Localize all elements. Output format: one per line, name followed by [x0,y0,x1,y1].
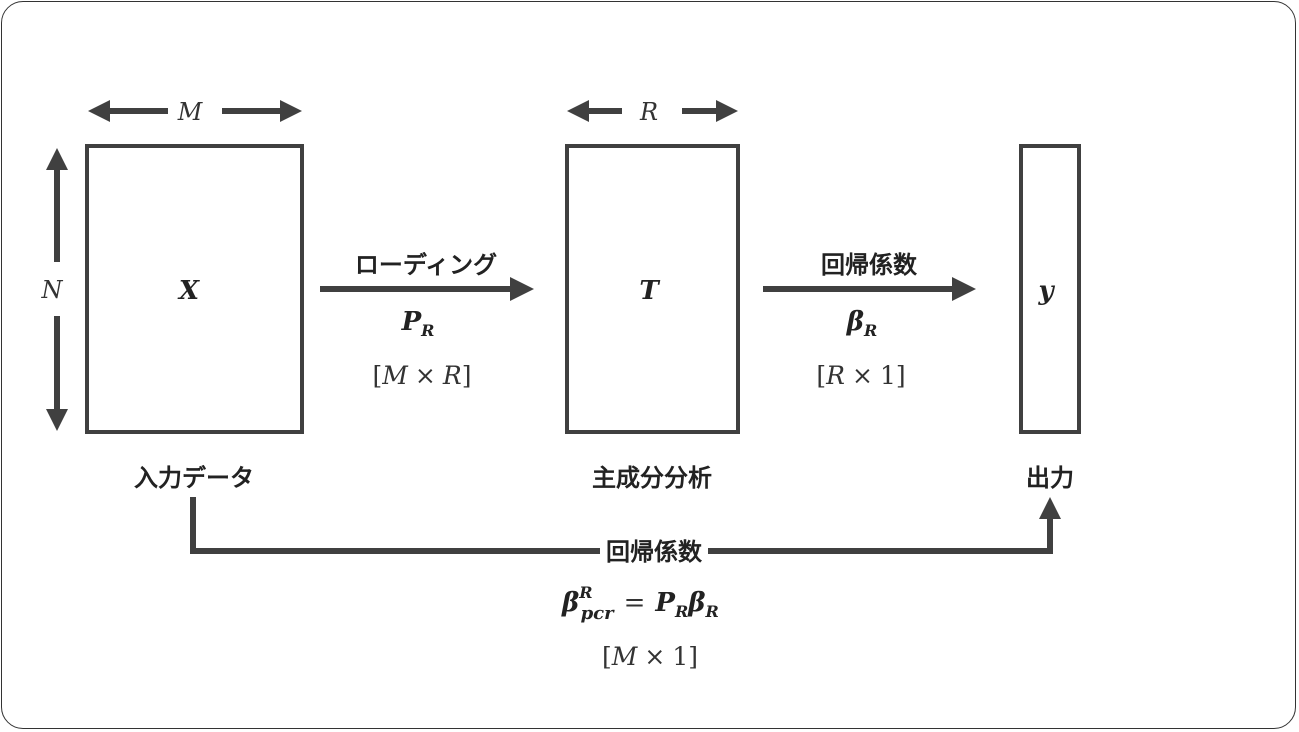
eq-beta-sub: pcr [581,603,616,624]
loading-symbol: PR [401,307,435,340]
eq-p-sub: R [674,602,688,621]
eq-p: P [654,588,676,618]
loading-symbol-main: P [401,307,423,337]
loading-dims: [M×R] [373,361,472,390]
matrix-t-symbol: T [639,276,660,306]
loading-arrow [320,277,534,301]
eq-equals: = [624,588,646,618]
regression-symbol: βR [846,307,878,340]
m-width-label: M [177,98,204,126]
bottom-title: 回帰係数 [606,538,703,566]
regression-arrow [763,277,976,301]
bottom-dims: [M×1] [602,642,698,671]
m-width-arrow [88,100,302,122]
matrix-y-caption: 出力 [1026,464,1074,492]
r-width-arrow [567,100,738,122]
eq-beta-sup: R [578,583,592,602]
loading-symbol-sub: R [420,321,434,340]
n-height-label: N [41,276,64,304]
matrix-x-caption: 入力データ [134,464,254,492]
regression-symbol-main: β [846,307,864,337]
matrix-x-symbol: X [177,276,201,306]
bottom-regression-arrow [190,497,1061,554]
regression-symbol-sub: R [863,321,877,340]
n-height-arrow [46,148,68,431]
matrix-t-box [565,144,740,434]
matrix-y-box [1019,144,1081,434]
regression-dims: [R×1] [816,361,905,390]
matrix-t-caption: 主成分分析 [592,464,712,492]
r-width-label: R [639,98,658,126]
loading-title: ローディング [355,251,497,279]
matrix-x-box [85,144,304,434]
matrix-y-symbol: y [1037,276,1055,306]
regression-title: 回帰係数 [821,251,918,279]
eq-beta: β [561,588,579,618]
eq-b-sub: R [705,602,719,621]
eq-b: β [687,588,705,618]
